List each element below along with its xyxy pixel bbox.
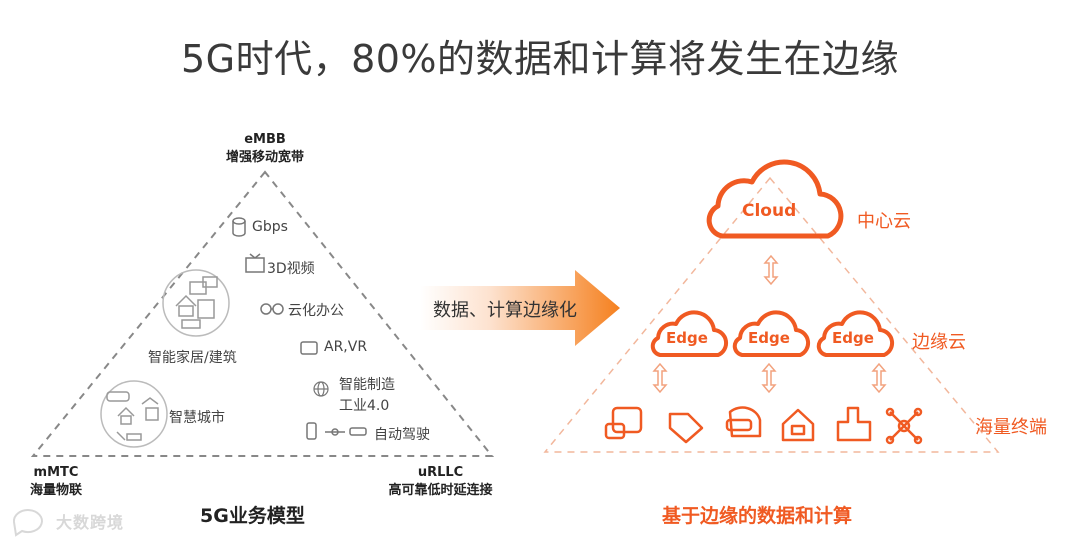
tv-icon [245,253,265,273]
smart-home-circle [162,269,230,337]
smart-city-icon [106,391,159,441]
feature-smart-home: 智能家居/建筑 [148,350,237,366]
edge-computing-caption: 基于边缘的数据和计算 [662,505,853,527]
terminals-label: 海量终端 [975,417,1047,438]
watermark-logo [12,509,43,537]
smart-home-icon [175,276,218,329]
bidirectional-arrow-icons [652,254,887,394]
globe-icon [313,381,329,397]
mmtc-label: mMTC 海量物联 [6,464,106,500]
edge-text-2: Edge [748,329,790,347]
arrow-label: 数据、计算边缘化 [433,300,577,321]
service-model-triangle [30,170,495,457]
mmtc-title: mMTC [33,465,79,480]
urllc-title: uRLLC [417,465,464,480]
feature-smart-city: 智慧城市 [169,410,225,426]
feature-gbps: Gbps [252,219,288,235]
feature-3d-video: 3D视频 [267,261,315,277]
embb-label: eMBB 增强移动宽带 [205,131,325,167]
database-icon [232,217,246,237]
feature-autonomous-driving: 自动驾驶 [374,427,430,443]
cloud-text: Cloud [742,201,797,221]
urllc-subtitle: 高可靠低时延连接 [388,483,493,498]
embb-subtitle: 增强移动宽带 [225,150,304,165]
mmtc-subtitle: 海量物联 [29,483,82,498]
driving-icon [306,422,367,440]
feature-manufacturing: 智能制造 [339,377,395,393]
page-title: 5G时代，80%的数据和计算将发生在边缘 [180,37,900,81]
urllc-label: uRLLC 高可靠低时延连接 [368,464,513,500]
edge-text-1: Edge [666,329,708,347]
feature-industry-4: 工业4.0 [339,398,390,414]
watermark-text: 大数跨境 [56,513,125,532]
terminal-icons [604,406,923,445]
edge-shift-arrow [420,270,620,346]
center-cloud-label: 中心云 [857,211,911,232]
office-icon [260,303,284,315]
embb-title: eMBB [244,132,286,147]
center-cloud-icon [706,159,844,239]
feature-cloud-office: 云化办公 [288,303,344,319]
feature-ar-vr: AR,VR [324,339,368,355]
edge-text-3: Edge [832,329,874,347]
edge-cloud-label: 边缘云 [912,332,966,353]
service-model-caption: 5G业务模型 [200,505,305,527]
smart-city-circle [100,380,168,448]
edge-cloud-icons [650,310,895,357]
ar-vr-icon [300,341,318,355]
